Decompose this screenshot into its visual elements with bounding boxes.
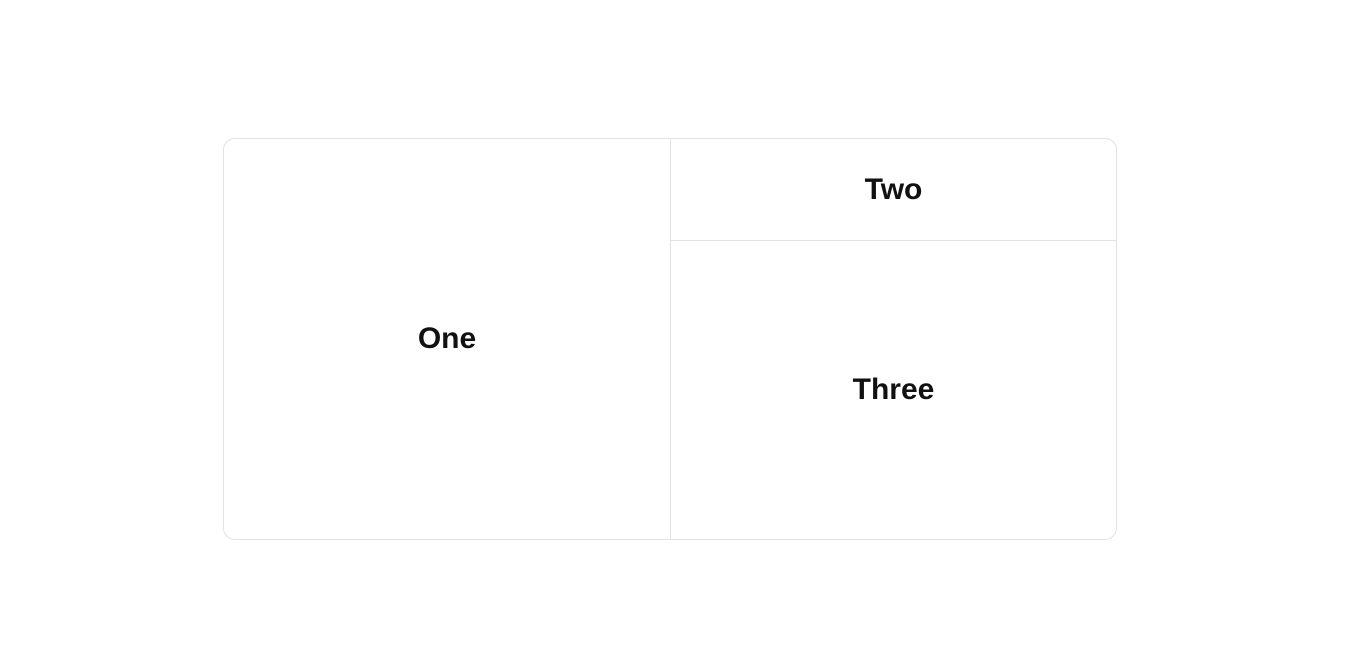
horizontal-resize-handle[interactable]: [671, 240, 1116, 241]
right-panel-group: Two Three: [671, 139, 1116, 539]
panel-two: Two: [671, 139, 1116, 240]
resizable-panel-group: One Two Three: [223, 138, 1117, 540]
panel-two-label: Two: [864, 172, 923, 206]
panel-three-label: Three: [852, 373, 935, 406]
panel-one-label: One: [417, 322, 477, 355]
panel-three: Three: [671, 241, 1116, 539]
panel-one: One: [224, 139, 670, 539]
vertical-resize-handle[interactable]: [670, 139, 671, 539]
